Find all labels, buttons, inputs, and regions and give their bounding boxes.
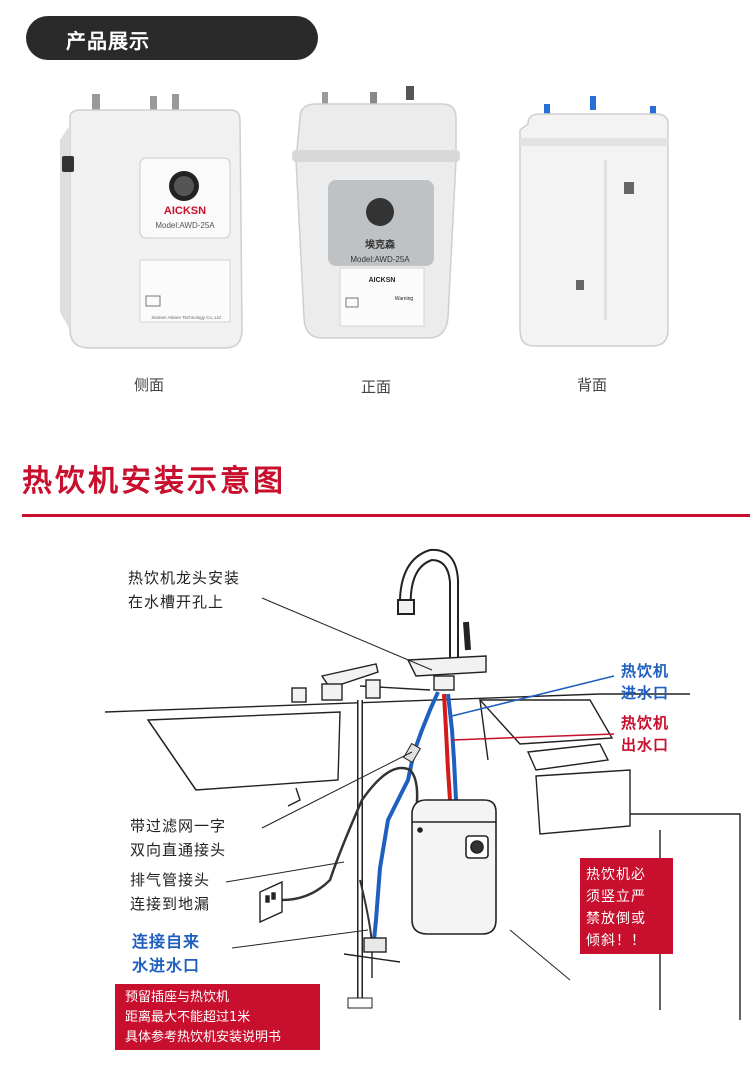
side-brand-text: AICKSN <box>164 205 206 217</box>
upright-warning-box: 热饮机必 须竖立严 禁放倒或 倾斜！！ <box>580 858 673 954</box>
install-diagram-title: 热饮机安装示意图 <box>22 464 286 499</box>
supply-connection-note: 连接自来 水进水口 <box>132 932 201 975</box>
leader-lines <box>225 597 571 981</box>
inlet-label: 热饮机 进水口 <box>621 662 670 702</box>
label-back-view: 背面 <box>576 376 607 394</box>
product-side-view <box>60 94 243 349</box>
filter-connector <box>402 742 422 764</box>
product-front-view <box>292 86 460 339</box>
vent-pipe-note: 排气管接头 连接到地漏 <box>130 871 211 913</box>
filter-connector-note: 带过滤网一字 双向直通接头 <box>130 817 227 859</box>
blue-inlet-pipe <box>372 691 440 941</box>
front-brand-cn-text: 埃克森 <box>365 238 396 251</box>
vent-tube <box>281 766 419 902</box>
outlet-leader <box>451 733 615 741</box>
hot-water-tank <box>411 799 497 935</box>
product-back-view <box>519 96 669 347</box>
standard-faucet <box>291 663 381 703</box>
inlet-leader <box>451 675 615 717</box>
wall-socket <box>259 880 283 924</box>
blue-faucet-pipe <box>446 693 458 801</box>
section-header-pill: 产品展示 <box>26 16 318 60</box>
hot-water-faucet <box>397 548 487 691</box>
front-warning-text: Warning <box>395 296 414 302</box>
faucet-install-note: 热饮机龙头安装 在水槽开孔上 <box>128 569 241 611</box>
label-front-view: 正面 <box>360 378 391 396</box>
side-model-text: Model:AWD-25A <box>155 221 215 230</box>
side-maker-text: Xiamen Aiksen Technology Co.,Ltd <box>151 315 221 320</box>
title-underline <box>22 514 750 517</box>
socket-distance-note: 预留插座与热饮机 距离最大不能超过1米 具体参考热饮机安装说明书 <box>115 984 320 1050</box>
label-side-view: 侧面 <box>133 376 164 394</box>
supply-valve <box>343 937 401 978</box>
front-model-text: Model:AWD-25A <box>350 255 410 264</box>
red-outlet-pipe <box>442 693 452 801</box>
section-header-title: 产品展示 <box>66 29 150 53</box>
front-brand-text: AICKSN <box>369 277 396 284</box>
outlet-label: 热饮机 出水口 <box>621 714 670 754</box>
